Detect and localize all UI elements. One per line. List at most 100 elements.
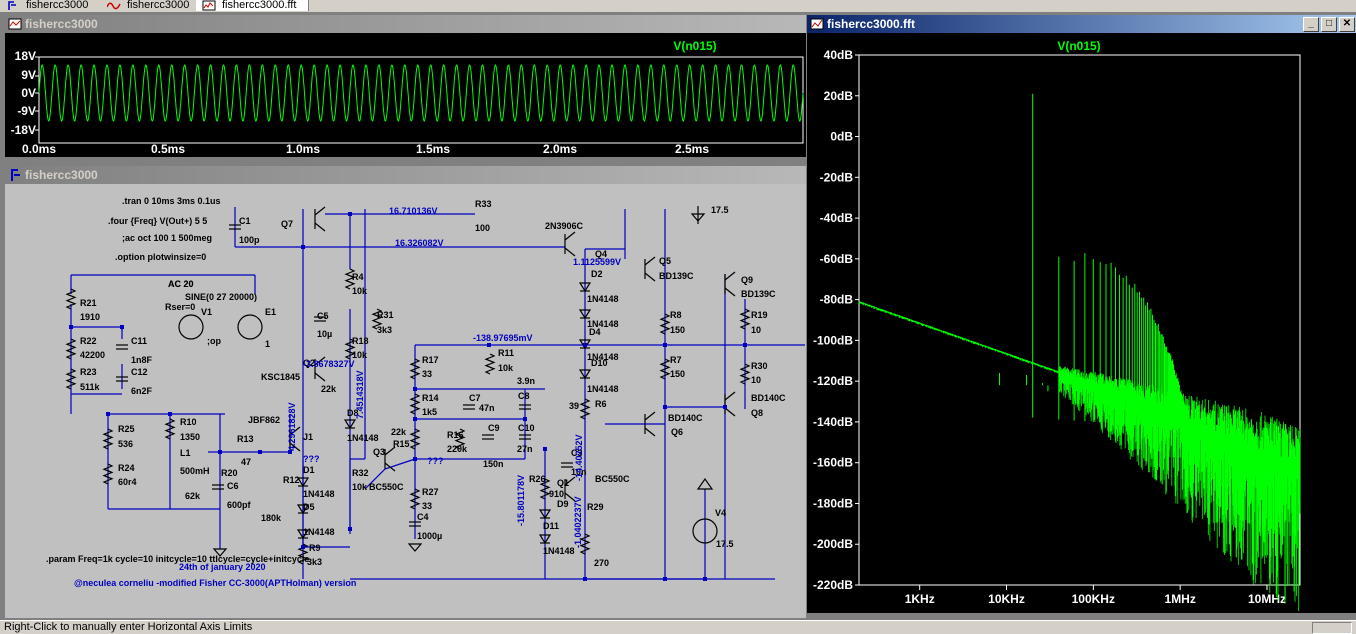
resistor bbox=[164, 418, 176, 440]
component-label: R7 bbox=[670, 355, 682, 365]
resistor bbox=[65, 338, 77, 360]
component-label: 1N4148 bbox=[587, 384, 619, 394]
resistor bbox=[65, 368, 77, 390]
junction-dot bbox=[413, 387, 417, 391]
schematic-title: fishercc3000 bbox=[25, 168, 98, 182]
fft-y-tick: -40dB bbox=[820, 211, 854, 225]
tab-waveform[interactable]: fishercc3000 bbox=[101, 0, 198, 11]
minimize-button[interactable]: _ bbox=[1303, 17, 1319, 32]
component-label: 1N4148 bbox=[587, 319, 619, 329]
transistor bbox=[384, 462, 396, 472]
maximize-button[interactable]: □ bbox=[1321, 17, 1337, 32]
component-label: C9 bbox=[488, 423, 500, 433]
component-label: 33 bbox=[422, 501, 432, 511]
transistor bbox=[314, 356, 326, 366]
component-label: 1.1125599V bbox=[573, 257, 621, 267]
resistor bbox=[659, 358, 671, 380]
node-voltage-label: -3.8678327V bbox=[303, 359, 355, 369]
schematic-drawing[interactable]: .tran 0 10ms 3ms 0.1us.four {Freq} V(Out… bbox=[5, 184, 806, 618]
fft-harmonics bbox=[1032, 93, 1199, 468]
fft-titlebar[interactable]: fishercc3000.fft _ □ ✕ bbox=[807, 15, 1356, 33]
waveform-window: fishercc3000 V(n015) 18V 9V 0V -9V -18V … bbox=[4, 14, 807, 158]
component-label: 1N4148 bbox=[587, 352, 619, 362]
component-label: 600pf bbox=[227, 500, 252, 510]
fft-x-tick: 10MHz bbox=[1248, 592, 1286, 606]
junction-dot bbox=[543, 447, 547, 451]
transistor bbox=[314, 372, 326, 382]
resistor bbox=[659, 313, 671, 335]
component-label: D2 bbox=[591, 269, 603, 279]
fft-y-tick: -20dB bbox=[820, 170, 854, 184]
schematic-canvas[interactable]: .tran 0 10ms 3ms 0.1us.four {Freq} V(Out… bbox=[5, 184, 806, 618]
ground-symbol bbox=[212, 548, 228, 557]
transistor bbox=[314, 222, 326, 232]
component-label: C10 bbox=[518, 423, 535, 433]
waveform-trace-label[interactable]: V(n015) bbox=[673, 39, 716, 53]
component-label: D1 bbox=[303, 465, 315, 475]
component-label: D9 bbox=[557, 499, 569, 509]
transistor bbox=[644, 411, 656, 421]
resistor bbox=[65, 288, 77, 310]
waveform-plot[interactable]: V(n015) 18V 9V 0V -9V -18V 0.0ms 0.5ms 1… bbox=[5, 33, 806, 157]
component-label: 1N4148 bbox=[303, 527, 335, 537]
component-label: R29 bbox=[587, 502, 604, 512]
fft-trace-label[interactable]: V(n015) bbox=[1057, 39, 1100, 53]
waveform-y-ticks: 18V 9V 0V -9V -18V bbox=[11, 49, 36, 137]
tab-schematic[interactable]: fishercc3000 bbox=[0, 0, 103, 11]
component-label: 3k3 bbox=[307, 557, 322, 567]
diode bbox=[578, 369, 592, 380]
diode bbox=[296, 529, 310, 540]
waveform-x-tick: 0.5ms bbox=[151, 142, 185, 156]
diode bbox=[538, 534, 552, 545]
resistor bbox=[579, 398, 591, 420]
spice-directive: .tran 0 10ms 3ms 0.1us bbox=[122, 196, 221, 206]
fft-plot[interactable]: V(n015) 40dB20dB0dB-20dB-40dB-60dB-80dB-… bbox=[807, 33, 1356, 613]
schematic-wire bbox=[384, 458, 416, 470]
component-label: 910 bbox=[549, 489, 564, 499]
component-label: 1k5 bbox=[422, 407, 437, 417]
junction-dot bbox=[301, 245, 305, 249]
fft-icon bbox=[202, 0, 216, 11]
component-label: 62k bbox=[185, 491, 201, 501]
fft-y-tick: -220dB bbox=[813, 578, 853, 592]
waveform-plot-area[interactable]: V(n015) 18V 9V 0V -9V -18V 0.0ms 0.5ms 1… bbox=[5, 33, 806, 157]
junction-dot bbox=[258, 450, 262, 454]
spice-directive: .param Freq=1k cycle=10 initcycle=10 ttl… bbox=[46, 554, 309, 564]
resistor bbox=[539, 478, 551, 500]
transistor bbox=[289, 442, 301, 452]
close-button[interactable]: ✕ bbox=[1339, 17, 1355, 32]
component-label: 6n2F bbox=[131, 386, 153, 396]
component-label: Q4 bbox=[595, 249, 607, 259]
component-label: 10k bbox=[352, 350, 368, 360]
resistor bbox=[297, 543, 309, 565]
component-label: Q5 bbox=[659, 256, 671, 266]
component-label: 1N4148 bbox=[347, 433, 379, 443]
component-label: 3.9n bbox=[517, 376, 535, 386]
transistor bbox=[724, 391, 736, 401]
junction-dot bbox=[120, 325, 124, 329]
junction-dot bbox=[301, 545, 305, 549]
ground-symbol bbox=[407, 543, 423, 552]
resistor bbox=[739, 308, 751, 330]
component-label: D8 bbox=[347, 408, 359, 418]
junction-dot bbox=[703, 577, 707, 581]
component-label: 150n bbox=[483, 459, 504, 469]
waveform-titlebar[interactable]: fishercc3000 bbox=[5, 15, 806, 33]
component-label: 180k bbox=[261, 513, 282, 523]
component-label: Q2 bbox=[303, 358, 315, 368]
resistor bbox=[344, 338, 356, 360]
junction-dot bbox=[288, 450, 292, 454]
fft-x-tick: 1KHz bbox=[905, 592, 935, 606]
junction-dot bbox=[218, 450, 222, 454]
voltage-source bbox=[178, 314, 204, 340]
diode bbox=[296, 477, 310, 488]
component-label: 10n bbox=[571, 467, 587, 477]
fft-x-tick: 1MHz bbox=[1165, 592, 1196, 606]
diode bbox=[578, 282, 592, 293]
waveform-x-tick: 1.0ms bbox=[286, 142, 320, 156]
transistor bbox=[644, 272, 656, 282]
fft-title: fishercc3000.fft bbox=[827, 17, 916, 31]
schematic-titlebar[interactable]: fishercc3000 bbox=[5, 166, 806, 184]
tab-fft[interactable]: fishercc3000.fft bbox=[196, 0, 309, 11]
